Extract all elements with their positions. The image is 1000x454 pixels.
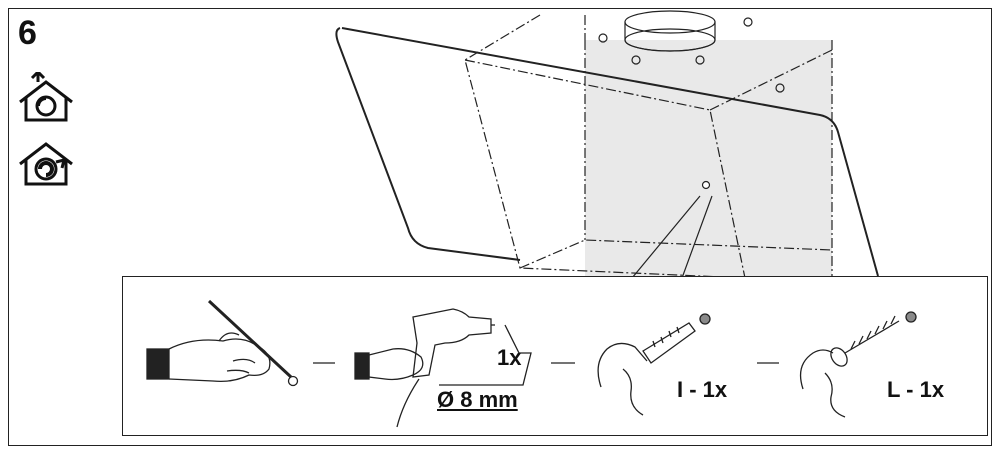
- drill-icon: [354, 308, 532, 428]
- detail-illustrations: [146, 299, 917, 428]
- wall-plug-icon: [597, 313, 711, 416]
- drill-point: [701, 180, 711, 190]
- plug-quantity-label: I - 1x: [677, 377, 728, 402]
- callout-leader: [631, 195, 713, 279]
- recirculation-icon: [19, 142, 73, 186]
- chimney-outline: [464, 14, 833, 279]
- wall-panel: [585, 40, 832, 278]
- bracket-holes: [598, 17, 785, 93]
- detail-panel: 1x Ø 8 mm I - 1x L - 1x: [122, 276, 988, 436]
- duct-collar: [624, 10, 716, 52]
- drill-diameter-label: Ø 8 mm: [437, 387, 518, 412]
- drill-quantity-label: 1x: [497, 345, 522, 370]
- step-number: 6: [18, 14, 37, 52]
- mode-icons: [19, 72, 73, 186]
- glass-panel: [335, 27, 879, 277]
- marking-hand-icon: [146, 299, 299, 387]
- screw-icon: [799, 311, 917, 418]
- figure-frame: [8, 8, 992, 446]
- screw-quantity-label: L - 1x: [887, 377, 945, 402]
- ducted-extraction-icon: [19, 72, 73, 122]
